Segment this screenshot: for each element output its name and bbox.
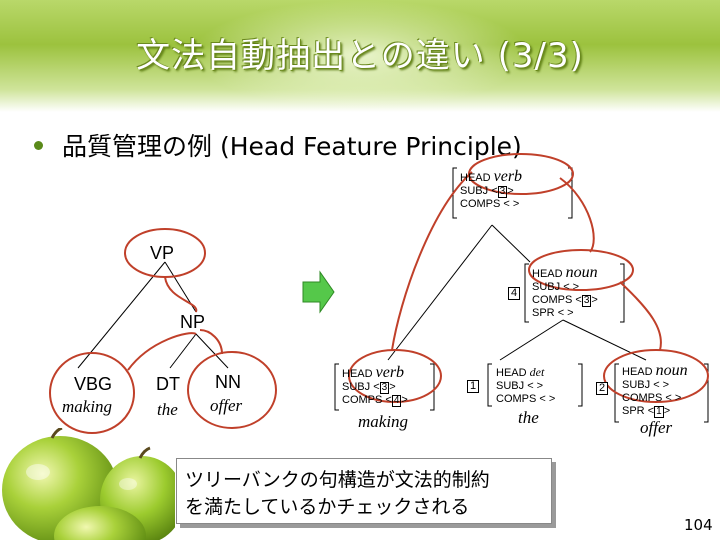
slide-title: 文法自動抽出との違い (3/3)	[136, 36, 584, 76]
feature-comps: COMPS	[460, 198, 501, 210]
curve-nn-np	[199, 329, 223, 355]
tag-4: 4	[391, 395, 402, 407]
feature-head: HEAD	[460, 172, 491, 184]
avm-root: HEAD verb SUBJ <3> COMPS < >	[460, 168, 523, 211]
type-det: det	[529, 365, 545, 379]
title-glow	[190, 0, 530, 110]
node-dt: DT	[156, 374, 180, 394]
edge-vp-vbg	[77, 261, 166, 369]
edge-root-making	[387, 224, 493, 361]
curve-np-offer	[619, 281, 662, 351]
avm-offer: HEAD noun SUBJ < > COMPS < > SPR <1>	[622, 362, 688, 418]
edge-np-nn	[195, 333, 229, 369]
bracket-np-left	[524, 263, 529, 323]
tag-1: 1	[467, 380, 480, 393]
type-noun: noun	[565, 264, 598, 281]
page-number: 104	[684, 516, 713, 534]
node-nn: NN	[215, 372, 241, 392]
word-making: making	[358, 412, 409, 431]
word-the: the	[157, 400, 178, 419]
node-vp: VP	[150, 243, 175, 263]
avm-making: HEAD verb SUBJ <3> COMPS <4>	[342, 364, 408, 407]
ellipse-offer-head	[603, 349, 709, 403]
tag-1: 1	[654, 406, 664, 418]
edge-root-np	[491, 224, 531, 263]
curve-vbg-np	[127, 332, 197, 371]
ellipse-nn	[187, 351, 277, 429]
ellipse-np-head	[528, 249, 634, 291]
bracket-the-left	[487, 363, 492, 407]
edge-np-dt	[169, 333, 197, 369]
node-np: NP	[180, 312, 206, 332]
edge-np-offer	[562, 319, 647, 361]
feature-subj: SUBJ	[460, 185, 489, 197]
avm-np: HEAD noun SUBJ < > COMPS <3> SPR < >	[532, 264, 598, 320]
tag-4: 4	[508, 287, 521, 300]
tag-2: 2	[596, 382, 609, 395]
avm-the: HEAD det SUBJ < > COMPS < >	[496, 365, 556, 406]
word-offer: offer	[210, 396, 243, 415]
curve-root-np	[559, 177, 595, 253]
callout-box: ツリーバンクの句構造が文法的制約 を満たしているかチェックされる	[176, 458, 552, 524]
bracket-np-right	[620, 263, 625, 323]
word-making: making	[62, 397, 113, 416]
type-verb: verb	[375, 364, 405, 381]
callout-line-1: ツリーバンクの句構造が文法的制約	[185, 469, 490, 491]
callout-line-2: を満たしているかチェックされる	[185, 496, 470, 518]
bullet-text: 品質管理の例 (Head Feature Principle)	[62, 132, 522, 161]
word-offer: offer	[640, 418, 673, 437]
tag-3: 3	[379, 382, 390, 394]
green-apples-image	[2, 428, 175, 540]
type-verb: verb	[493, 168, 523, 185]
bullet-dot	[34, 141, 43, 150]
bracket-making-right	[430, 363, 435, 411]
bracket-offer-right	[704, 363, 709, 423]
node-vbg: VBG	[74, 374, 113, 394]
word-the: the	[518, 408, 539, 427]
ellipse-vbg	[49, 352, 135, 434]
tag-3: 3	[497, 186, 508, 198]
curve-root-making	[391, 171, 473, 351]
transform-arrow	[302, 270, 335, 314]
type-noun: noun	[655, 362, 688, 379]
bracket-making-left	[334, 363, 339, 411]
edge-np-the	[499, 319, 564, 361]
bracket-the-right	[578, 363, 583, 407]
highlight-ellipses	[49, 153, 709, 434]
bracket-root-right	[568, 167, 573, 219]
tag-3: 3	[581, 295, 592, 307]
ellipse-making-head	[348, 349, 442, 403]
curve-vp-np	[164, 276, 198, 313]
